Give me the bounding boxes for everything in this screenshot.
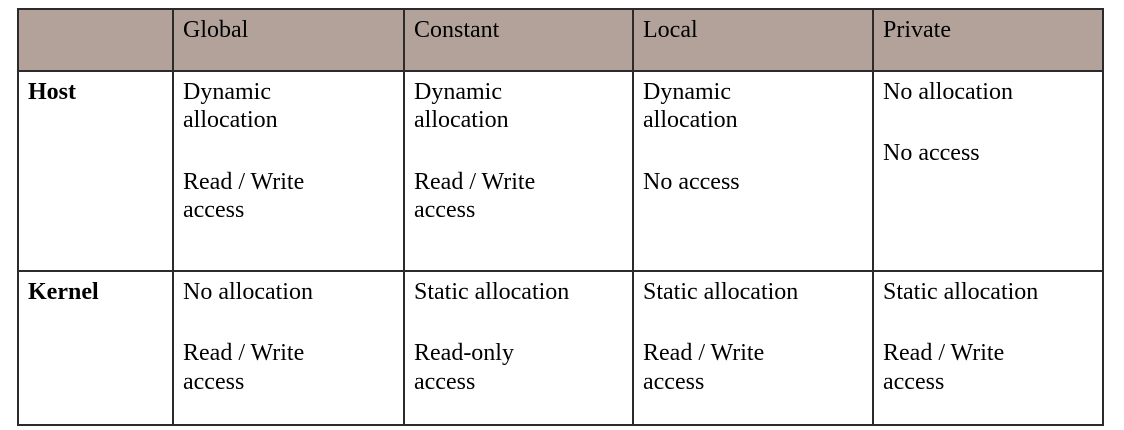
cell-host-local: Dynamic allocation No access <box>632 70 874 272</box>
cell-allocation-text: Dynamic allocation <box>414 79 509 134</box>
cell-host-global: Dynamic allocation Read / Write access <box>172 70 405 272</box>
table-corner-cell <box>17 8 174 72</box>
column-header-local: Local <box>632 8 874 72</box>
cell-kernel-constant: Static allocation Read-only access <box>403 270 634 426</box>
cell-access-text: No access <box>883 140 980 167</box>
row-header-host: Host <box>17 70 174 272</box>
cell-access-text: Read / Write access <box>183 340 305 395</box>
cell-access-text: No access <box>643 168 740 195</box>
table-body: Host Dynamic allocation Read / Write acc… <box>17 70 1104 426</box>
cell-access-text: Read-only access <box>414 340 514 395</box>
cell-access-text: Read / Write access <box>183 168 305 223</box>
cell-allocation-text: No allocation <box>883 79 1013 105</box>
cell-access-text: Read / Write access <box>643 340 765 395</box>
cell-allocation-text: Dynamic allocation <box>643 79 738 134</box>
cell-host-constant: Dynamic allocation Read / Write access <box>403 70 634 272</box>
cell-allocation-text: No allocation <box>183 279 313 305</box>
cell-allocation-text: Dynamic allocation <box>183 79 278 134</box>
table-row: Kernel No allocation Read / Write access… <box>17 270 1104 426</box>
table-header-row: Global Constant Local Private <box>17 8 1104 72</box>
cell-allocation-text: Static allocation <box>414 279 570 305</box>
cell-host-private: No allocation No access <box>872 70 1104 272</box>
cell-access-text: Read / Write access <box>414 168 536 223</box>
cell-kernel-local: Static allocation Read / Write access <box>632 270 874 426</box>
memory-model-table: Global Constant Local Private Host Dynam… <box>17 8 1104 426</box>
cell-kernel-global: No allocation Read / Write access <box>172 270 405 426</box>
table-row: Host Dynamic allocation Read / Write acc… <box>17 70 1104 272</box>
cell-kernel-private: Static allocation Read / Write access <box>872 270 1104 426</box>
column-header-constant: Constant <box>403 8 634 72</box>
column-header-global: Global <box>172 8 405 72</box>
cell-allocation-text: Static allocation <box>643 279 799 305</box>
row-header-kernel: Kernel <box>17 270 174 426</box>
table-header: Global Constant Local Private <box>17 8 1104 72</box>
cell-allocation-text: Static allocation <box>883 279 1039 305</box>
cell-access-text: Read / Write access <box>883 340 1005 395</box>
column-header-private: Private <box>872 8 1104 72</box>
